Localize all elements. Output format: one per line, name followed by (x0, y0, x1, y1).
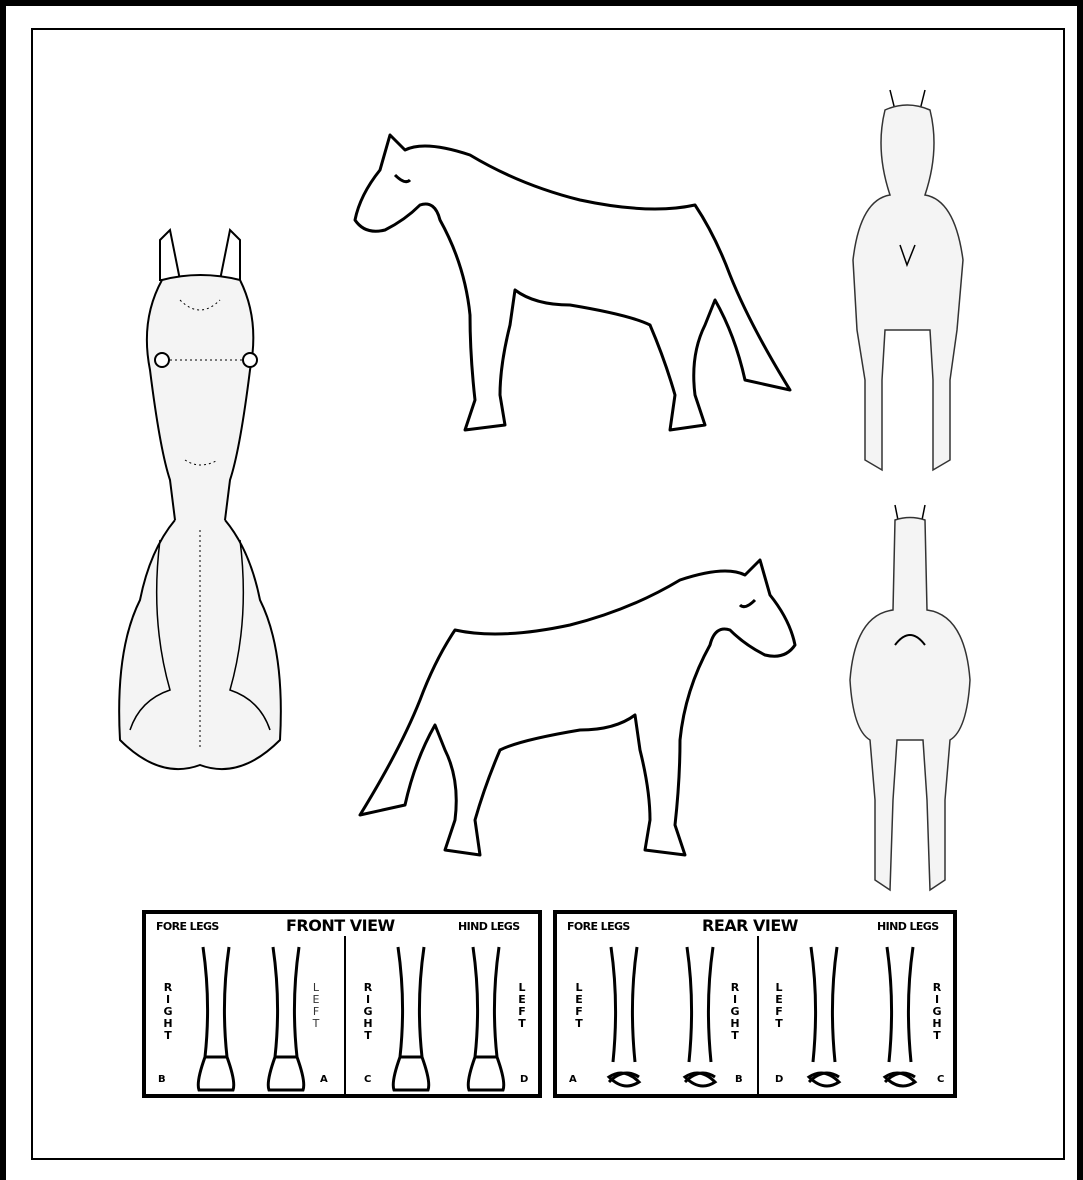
rear-fore-legs-label: FORE LEGS (567, 920, 630, 933)
rear-mark-1: A (569, 1074, 577, 1085)
front-mark-1: B (158, 1074, 166, 1085)
rear-side-label-4: RIGHT (931, 982, 943, 1042)
front-side-label-1: RIGHT (162, 982, 174, 1042)
front-side-label-4: LEFT (516, 982, 528, 1030)
horse-top-view (100, 220, 300, 780)
rear-view-divider (757, 936, 759, 1094)
front-leg-4 (461, 942, 511, 1092)
front-leg-1 (191, 942, 241, 1092)
front-fore-legs-label: FORE LEGS (156, 920, 219, 933)
horse-side-view-left (350, 125, 800, 440)
rear-side-label-2: RIGHT (729, 982, 741, 1042)
rear-leg-2 (675, 942, 725, 1092)
front-hind-legs-label: HIND LEGS (458, 920, 520, 933)
rear-side-label-1: LEFT (573, 982, 585, 1030)
horse-front-view (845, 80, 970, 475)
front-view-divider (344, 936, 346, 1094)
rear-leg-4 (875, 942, 925, 1092)
rear-leg-1 (599, 942, 649, 1092)
front-side-label-2: LEFT (310, 982, 322, 1030)
front-leg-2 (261, 942, 311, 1092)
rear-view-title: REAR VIEW (702, 916, 798, 935)
front-mark-4: D (520, 1074, 528, 1085)
front-mark-2: A (320, 1074, 328, 1085)
rear-mark-2: B (735, 1074, 743, 1085)
rear-mark-4: C (937, 1074, 944, 1085)
horse-side-view-right (350, 550, 800, 865)
front-leg-3 (386, 942, 436, 1092)
rear-view-panel: FORE LEGS REAR VIEW HIND LEGS LEFT RIGHT… (553, 910, 957, 1098)
front-side-label-3: RIGHT (362, 982, 374, 1042)
front-view-panel: FORE LEGS FRONT VIEW HIND LEGS RIGHT LEF… (142, 910, 542, 1098)
rear-side-label-3: LEFT (773, 982, 785, 1030)
rear-hind-legs-label: HIND LEGS (877, 920, 939, 933)
front-mark-3: C (364, 1074, 371, 1085)
rear-leg-3 (799, 942, 849, 1092)
rear-mark-3: D (775, 1074, 783, 1085)
horse-rear-view (845, 500, 975, 895)
front-view-title: FRONT VIEW (286, 916, 395, 935)
